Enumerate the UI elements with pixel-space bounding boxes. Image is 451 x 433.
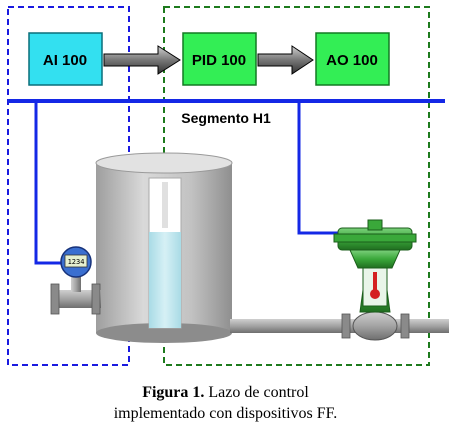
right-dashed-boundary <box>163 6 430 366</box>
caption-line-2: implementado con dispositivos FF. <box>113 405 338 422</box>
control-valve <box>333 219 417 341</box>
flow-transmitter: 1234 <box>50 246 101 315</box>
bus-drop-transmitter <box>34 101 62 265</box>
pid-block: PID 100 <box>182 32 257 86</box>
figure-caption: Figura 1. Lazo de control implementado c… <box>0 382 451 424</box>
outlet-pipe <box>230 319 449 333</box>
bus-drop-valve <box>297 101 338 235</box>
svg-text:PID 100: PID 100 <box>192 52 246 69</box>
segment-label: Segmento H1 <box>181 110 271 126</box>
arrow-ai-to-pid <box>103 45 181 75</box>
svg-text:AO 100: AO 100 <box>326 52 378 69</box>
caption-line-1: Lazo de control <box>208 384 309 401</box>
transmitter-display: 1234 <box>68 258 85 266</box>
ai-block: AI 100 <box>28 32 103 86</box>
arrow-pid-to-ao <box>257 45 314 75</box>
liquid-level <box>149 232 181 328</box>
sight-glass <box>148 177 182 329</box>
svg-text:AI 100: AI 100 <box>43 52 87 69</box>
ao-block: AO 100 <box>315 32 390 86</box>
figure-label: Figura 1. <box>142 384 205 401</box>
